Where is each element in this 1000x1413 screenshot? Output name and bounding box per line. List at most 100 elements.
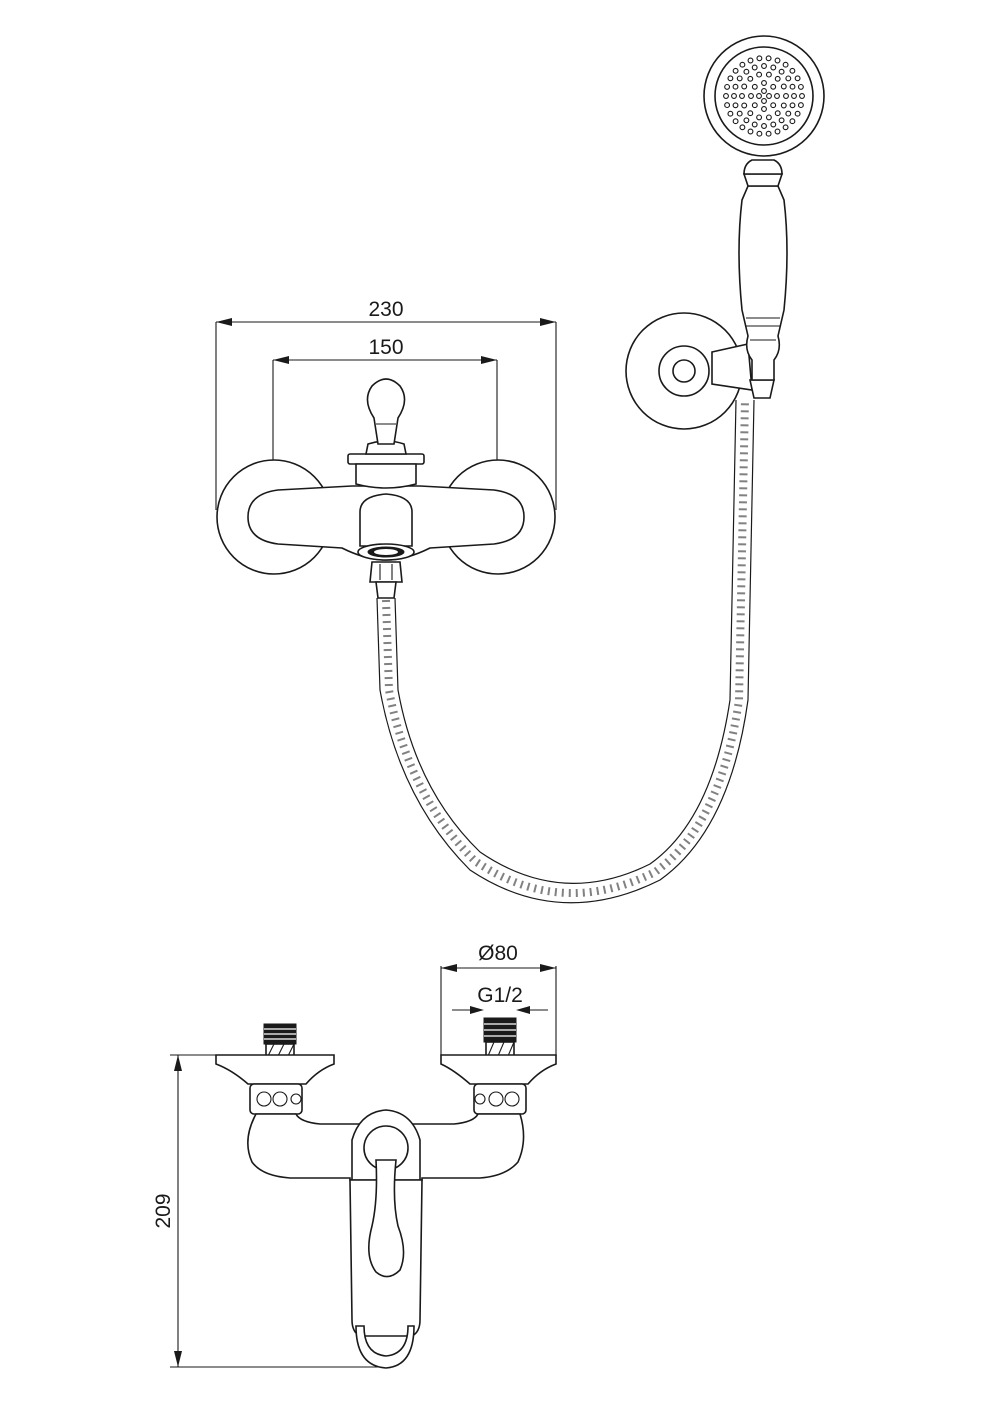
right-thread bbox=[483, 1017, 517, 1057]
nozzle bbox=[761, 80, 767, 86]
nozzle bbox=[778, 117, 785, 124]
nozzle bbox=[770, 121, 777, 128]
mixer-side-view: Ø80 G1/2 209 bbox=[152, 942, 557, 1369]
nozzle bbox=[743, 117, 750, 124]
nozzle bbox=[756, 130, 763, 137]
shower-nozzles bbox=[723, 55, 805, 137]
nozzle bbox=[766, 93, 772, 99]
nozzle bbox=[794, 75, 801, 82]
nozzle bbox=[765, 55, 772, 62]
nozzle bbox=[794, 110, 801, 117]
dimension-label-diameter: Ø80 bbox=[478, 942, 518, 965]
nozzle bbox=[741, 102, 748, 109]
hand-shower bbox=[625, 35, 825, 430]
dimension-209: 209 bbox=[152, 1054, 380, 1368]
nozzle bbox=[799, 93, 805, 99]
nozzle bbox=[756, 93, 762, 99]
nozzle bbox=[724, 102, 731, 109]
nozzle bbox=[736, 110, 743, 117]
nozzle bbox=[732, 102, 739, 109]
lever-handle bbox=[366, 378, 406, 445]
nozzle bbox=[747, 110, 754, 117]
nozzle bbox=[739, 93, 745, 99]
shower-holder-clip bbox=[711, 343, 753, 391]
nozzle bbox=[727, 75, 734, 82]
nozzle bbox=[739, 61, 746, 68]
spout-outlet-side bbox=[355, 1325, 415, 1369]
nozzle bbox=[774, 93, 780, 99]
dimension-230: 230 bbox=[215, 298, 557, 510]
nozzle bbox=[727, 110, 734, 117]
nozzle bbox=[770, 64, 777, 71]
nozzle bbox=[770, 102, 777, 109]
nozzle bbox=[797, 102, 804, 109]
nozzle bbox=[732, 67, 739, 74]
nozzle bbox=[765, 114, 772, 121]
nozzle bbox=[761, 106, 767, 112]
nozzle bbox=[748, 93, 754, 99]
right-flange-side bbox=[440, 1054, 557, 1085]
nozzle bbox=[765, 130, 772, 137]
nozzle bbox=[756, 114, 763, 121]
nozzle bbox=[732, 118, 739, 125]
nozzle bbox=[774, 128, 781, 135]
nozzle bbox=[736, 75, 743, 82]
nozzle bbox=[756, 71, 763, 78]
nozzle bbox=[782, 61, 789, 68]
nozzle bbox=[747, 75, 754, 82]
lever-side bbox=[368, 1159, 405, 1278]
nozzle bbox=[770, 83, 777, 90]
nozzle bbox=[739, 124, 746, 131]
nozzle bbox=[751, 64, 758, 71]
nozzle bbox=[761, 98, 767, 104]
nozzle bbox=[724, 83, 731, 90]
dimension-label-230: 230 bbox=[368, 298, 403, 321]
dimension-thread: G1/2 bbox=[452, 984, 548, 1014]
nozzle bbox=[732, 83, 739, 90]
nozzle bbox=[789, 118, 796, 125]
mixer-front-view: 230 150 bbox=[215, 298, 557, 599]
dimension-diameter-80: Ø80 bbox=[440, 942, 557, 1056]
hose-connector-nut bbox=[369, 561, 403, 583]
nozzle bbox=[756, 55, 763, 62]
nozzle bbox=[774, 110, 781, 117]
nozzle bbox=[747, 57, 754, 64]
dimension-150: 150 bbox=[272, 336, 498, 462]
nozzle bbox=[797, 83, 804, 90]
nozzle bbox=[774, 75, 781, 82]
shower-hose bbox=[376, 399, 755, 904]
dimension-label-thread: G1/2 bbox=[477, 984, 523, 1007]
nozzle bbox=[782, 124, 789, 131]
nozzle bbox=[741, 83, 748, 90]
left-eccentric bbox=[249, 1083, 303, 1115]
cartridge-collar bbox=[355, 463, 417, 489]
nozzle bbox=[791, 93, 797, 99]
dimension-label-209: 209 bbox=[152, 1193, 175, 1228]
nozzle bbox=[783, 93, 789, 99]
nozzle bbox=[751, 121, 758, 128]
nozzle bbox=[780, 102, 787, 109]
nozzle bbox=[774, 57, 781, 64]
spout bbox=[359, 493, 413, 547]
nozzle bbox=[747, 128, 754, 135]
nozzle bbox=[785, 110, 792, 117]
nozzle bbox=[789, 67, 796, 74]
right-eccentric bbox=[473, 1083, 527, 1115]
nozzle bbox=[761, 63, 767, 69]
nozzle bbox=[761, 123, 767, 129]
nozzle bbox=[765, 71, 772, 78]
nozzle bbox=[751, 102, 758, 109]
cartridge-base bbox=[347, 453, 425, 465]
dimension-label-150: 150 bbox=[368, 336, 403, 359]
nozzle bbox=[785, 75, 792, 82]
nozzle bbox=[778, 68, 785, 75]
left-thread bbox=[263, 1023, 297, 1057]
nozzle bbox=[723, 93, 729, 99]
nozzle bbox=[789, 102, 796, 109]
nozzle bbox=[743, 68, 750, 75]
nozzle bbox=[789, 83, 796, 90]
nozzle bbox=[731, 93, 737, 99]
left-flange-side bbox=[215, 1054, 335, 1085]
nozzle bbox=[761, 88, 767, 94]
